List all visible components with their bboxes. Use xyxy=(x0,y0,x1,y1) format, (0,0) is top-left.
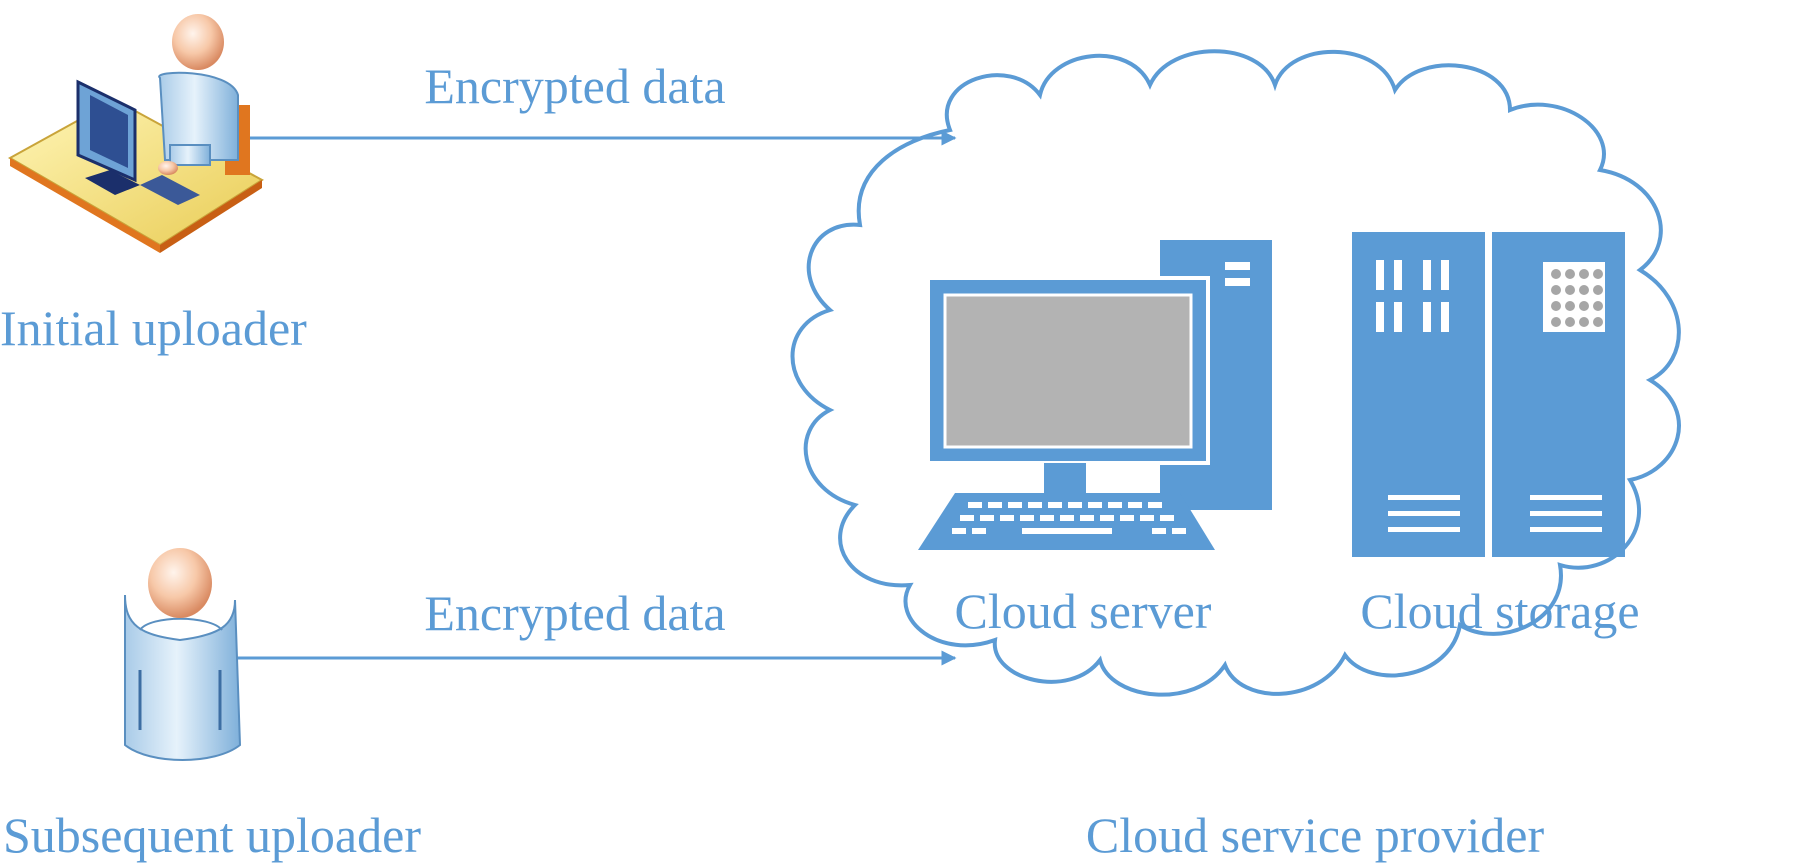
cloud-storage-label: Cloud storage xyxy=(1360,583,1639,639)
server-rack-icon xyxy=(1352,232,1625,557)
cloud-provider-label: Cloud service provider xyxy=(1086,807,1545,863)
person-icon xyxy=(124,548,242,761)
desktop-computer-icon xyxy=(918,240,1272,550)
top-arrow-label: Encrypted data xyxy=(424,58,725,114)
initial-uploader-label: Initial uploader xyxy=(0,300,307,356)
person-at-computer-icon xyxy=(7,14,264,253)
cloud-server-label: Cloud server xyxy=(955,583,1212,639)
subsequent-uploader-label: Subsequent uploader xyxy=(3,807,421,863)
bottom-arrow-label: Encrypted data xyxy=(424,585,725,641)
